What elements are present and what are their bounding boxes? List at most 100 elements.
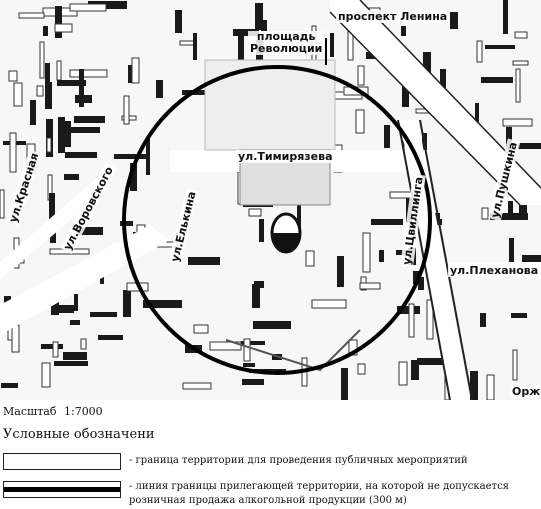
legend-swatch-thin-outline — [3, 453, 121, 470]
legend-swatch-thick-line — [3, 481, 121, 498]
building — [182, 382, 212, 390]
building — [514, 31, 528, 39]
building — [90, 312, 117, 317]
building — [146, 138, 150, 175]
building — [512, 60, 529, 66]
building — [426, 299, 434, 340]
building — [55, 6, 62, 38]
building — [311, 299, 347, 309]
building — [508, 201, 513, 216]
label-revolution-square: площадь Революции — [248, 30, 325, 55]
building — [13, 82, 23, 107]
building — [59, 136, 71, 140]
building — [411, 360, 419, 380]
building — [63, 352, 87, 360]
building — [123, 95, 130, 125]
building — [39, 41, 45, 79]
building — [518, 143, 541, 149]
building — [52, 305, 74, 313]
building — [143, 300, 182, 308]
building — [64, 174, 79, 180]
building — [18, 12, 45, 19]
building — [480, 313, 486, 327]
building — [193, 33, 197, 60]
building — [45, 63, 50, 85]
building — [98, 335, 123, 340]
building — [74, 116, 105, 123]
building — [485, 45, 515, 49]
building — [179, 40, 196, 46]
building — [379, 250, 384, 262]
building — [355, 109, 365, 134]
building — [509, 238, 514, 264]
building — [243, 338, 251, 362]
building — [175, 10, 182, 33]
street-label-orzh: Орж — [510, 385, 541, 398]
building — [193, 324, 209, 334]
scale-value: 1:7000 — [63, 405, 103, 418]
building — [209, 341, 242, 351]
building — [357, 363, 366, 375]
building — [114, 154, 146, 159]
building — [243, 363, 255, 367]
street-label-timiryazeva: ул.Тимирязева — [236, 150, 335, 163]
building — [522, 255, 541, 262]
building — [36, 85, 44, 97]
building — [402, 81, 409, 107]
building — [297, 191, 301, 229]
building — [511, 313, 527, 318]
building — [475, 103, 479, 134]
building — [69, 69, 108, 78]
building — [49, 193, 55, 224]
building — [241, 341, 265, 345]
building — [1, 383, 18, 388]
building — [512, 349, 518, 381]
building — [476, 40, 483, 63]
building — [79, 69, 84, 107]
building — [242, 379, 264, 385]
map-area: проспект Ленина площадь Революции ул.Тим… — [0, 0, 541, 401]
building — [337, 256, 344, 287]
street-label-plekhanova: ул.Плеханова — [448, 264, 541, 277]
building — [56, 60, 62, 81]
building — [57, 80, 86, 86]
map-scale: Масштаб 1:7000 — [3, 405, 103, 418]
building — [80, 338, 87, 350]
building — [8, 70, 18, 82]
building — [357, 65, 365, 86]
building — [41, 362, 51, 388]
street-label-lenina: проспект Ленина — [336, 10, 450, 23]
legend-item-alcohol-boundary: - линия границы прилегающей территории, … — [3, 480, 538, 509]
building — [77, 227, 103, 235]
building — [371, 219, 403, 225]
building — [0, 189, 5, 219]
legend-title: Условные обозначени — [3, 427, 155, 442]
building — [65, 152, 97, 158]
building — [481, 77, 513, 83]
building — [490, 213, 528, 220]
building — [88, 1, 127, 9]
building — [259, 219, 264, 242]
building — [417, 358, 456, 365]
scale-label: Масштаб — [3, 405, 57, 418]
alcohol-boundary-circle — [122, 65, 432, 375]
legend-text-public-events: - граница территории для проведения публ… — [129, 455, 468, 466]
building — [123, 290, 131, 317]
building — [503, 0, 508, 34]
building — [43, 26, 48, 36]
building — [41, 344, 63, 349]
building — [58, 117, 65, 153]
building — [11, 324, 20, 353]
building — [248, 208, 262, 217]
building — [238, 35, 244, 65]
building — [54, 361, 88, 366]
building — [68, 127, 100, 133]
building — [233, 29, 259, 36]
building — [188, 257, 220, 265]
building — [254, 281, 264, 288]
building — [50, 231, 56, 243]
building — [46, 137, 52, 153]
building — [255, 3, 263, 30]
building — [384, 125, 390, 148]
building — [359, 282, 381, 290]
